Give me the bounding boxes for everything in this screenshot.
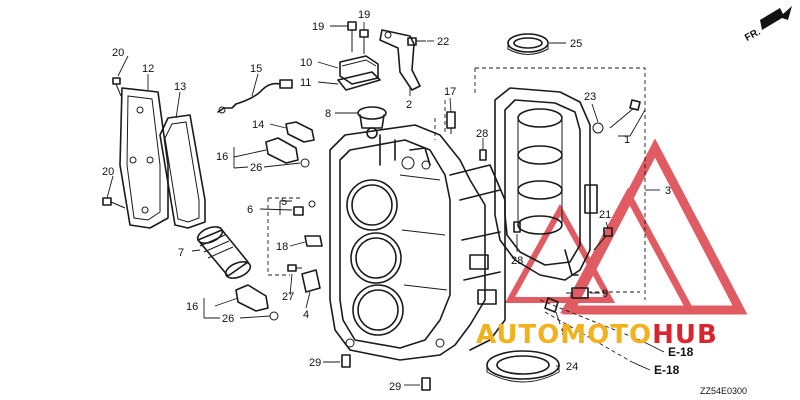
callout-6: 6 (247, 204, 253, 216)
callout-22: 22 (437, 36, 449, 48)
callout-23: 23 (584, 91, 596, 103)
callout-12: 12 (142, 63, 154, 75)
callout-26-lower: 26 (222, 313, 234, 325)
callout-11: 11 (300, 77, 311, 89)
front-direction-label: FR. (743, 27, 763, 44)
sensor-14 (285, 121, 315, 143)
callout-7: 7 (178, 247, 184, 259)
leader-lines (106, 22, 660, 386)
reference-e18-upper: E-18 (668, 345, 694, 359)
callout-2: 2 (406, 99, 412, 111)
callout-10: 10 (300, 57, 312, 69)
cylinder-block (329, 124, 506, 361)
callout-14: 14 (252, 119, 264, 131)
callout-29-left: 29 (309, 357, 321, 369)
bolt-1 (592, 99, 641, 134)
watermark-logo (504, 138, 748, 315)
crankcase (494, 87, 598, 281)
callout-13: 13 (174, 81, 186, 93)
callout-16-lower: 16 (186, 301, 198, 313)
bolt-20-upper (112, 77, 122, 97)
plug-17 (446, 111, 456, 134)
callout-4: 4 (303, 309, 309, 321)
dowel-pin-28-lower (513, 221, 521, 233)
callout-16-upper: 16 (216, 151, 228, 163)
dowel-pin-28-upper (479, 149, 487, 161)
sensor-16-lower (235, 284, 279, 321)
pin-29-bottom (421, 377, 431, 391)
plug-9-lower (544, 297, 559, 313)
bracket-2 (379, 29, 421, 91)
callout-1: 1 (624, 134, 630, 146)
thermostat-cover (337, 55, 381, 91)
plug-5 (293, 200, 316, 216)
sensor-16-upper (265, 137, 310, 168)
bolt-22 (407, 37, 426, 46)
callout-17: 17 (444, 86, 456, 98)
callout-28-upper: 28 (476, 128, 488, 140)
callout-19-right: 19 (358, 9, 370, 21)
callout-8: 8 (325, 108, 331, 120)
sensor-harness (217, 79, 293, 114)
callout-9-upper: 9 (602, 288, 608, 300)
callout-27: 27 (282, 291, 294, 303)
callout-18: 18 (276, 241, 288, 253)
callout-20-upper: 20 (112, 47, 124, 59)
bolt-19-right (359, 29, 369, 54)
callout-5: 5 (281, 196, 287, 208)
callout-20-lower: 20 (102, 166, 114, 178)
cover-gasket (159, 114, 206, 229)
callout-28-lower: 28 (511, 255, 523, 267)
plug-9-upper (566, 287, 589, 299)
callout-labels: 1 2 3 4 5 6 7 8 9 9 10 11 12 13 14 15 16… (102, 9, 671, 393)
bolt-20-lower (102, 197, 126, 209)
callout-26-upper: 26 (250, 162, 262, 174)
water-jacket-cover (119, 87, 169, 229)
callout-19-left: 19 (312, 21, 324, 33)
callout-9-lower: 9 (561, 326, 567, 338)
oil-filter (196, 226, 252, 279)
plug-18 (304, 235, 323, 247)
oil-seal-25 (507, 33, 549, 55)
pin-29-left (341, 354, 351, 368)
bolt-19-left (347, 21, 357, 52)
bearing-24 (486, 350, 560, 383)
callout-24: 24 (566, 361, 578, 373)
bolt-21 (593, 227, 613, 251)
callout-15: 15 (250, 63, 262, 75)
front-direction-arrow (760, 6, 792, 30)
bolt-27 (287, 264, 302, 272)
callout-29-bottom: 29 (389, 381, 401, 393)
watermark-text: AUTOMOTOHUB (476, 320, 718, 350)
reference-e18-lower: E-18 (654, 363, 680, 377)
spacer-4 (301, 269, 321, 293)
callout-21: 21 (599, 209, 611, 221)
diagram-code: ZZ54E0300 (700, 386, 747, 396)
callout-3: 3 (665, 185, 671, 197)
callout-25: 25 (570, 38, 582, 50)
